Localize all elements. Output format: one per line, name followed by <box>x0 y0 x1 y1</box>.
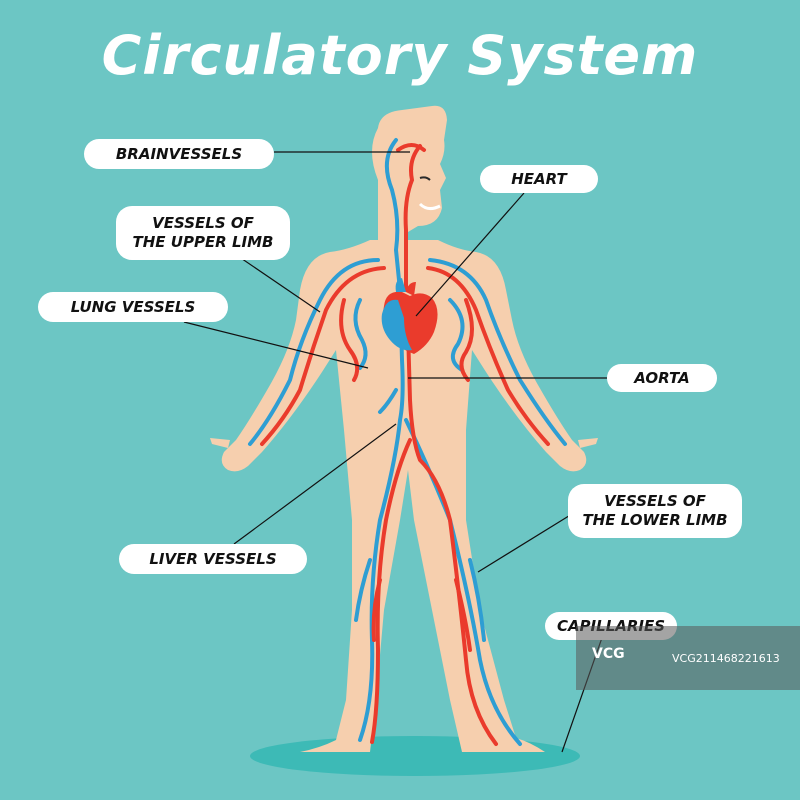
label-liver-vessels: LIVER VESSELS <box>119 544 307 574</box>
watermark-id: VCG211468221613 <box>672 652 780 665</box>
face-smile <box>418 202 441 211</box>
veins <box>248 138 567 746</box>
watermark: VCG VCG211468221613 <box>576 626 800 690</box>
body-silhouette <box>210 105 598 752</box>
label-lower-limb-vessels: VESSELS OF THE LOWER LIMB <box>568 484 742 538</box>
leader-heart <box>415 192 525 317</box>
leader-lower-limb <box>477 513 573 573</box>
watermark-brand: VCG <box>592 646 625 662</box>
floor-shadow <box>250 736 580 776</box>
leader-liver <box>233 423 397 545</box>
page-title: Circulatory System <box>101 24 699 87</box>
label-heart: HEART <box>480 165 598 193</box>
leader-upper-limb <box>231 251 321 313</box>
label-brain-vessels: BRAINVESSELS <box>84 139 274 169</box>
label-aorta: AORTA <box>607 364 717 392</box>
leader-lung <box>183 321 369 369</box>
face-eye <box>419 176 431 181</box>
leader-lines <box>183 151 607 753</box>
label-lung-vessels: LUNG VESSELS <box>38 292 228 322</box>
label-upper-limb-vessels: VESSELS OF THE UPPER LIMB <box>116 206 290 260</box>
arteries <box>260 143 550 746</box>
